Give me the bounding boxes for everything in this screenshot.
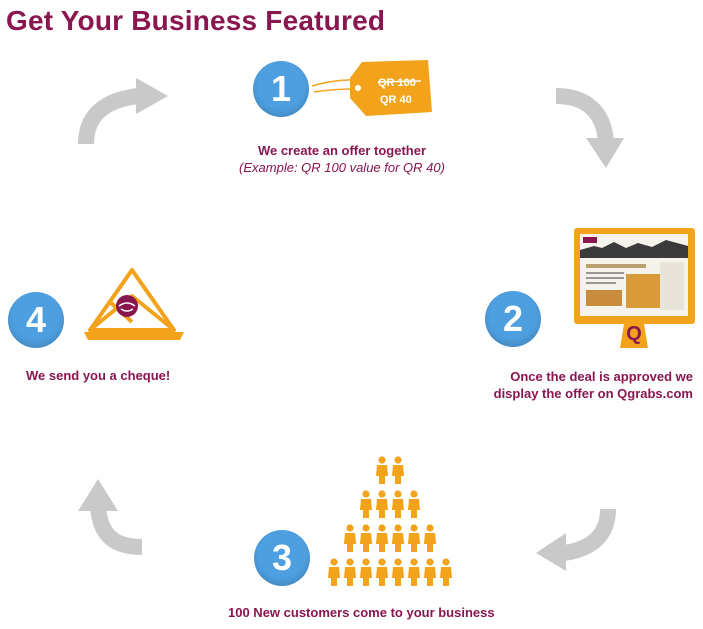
tag-old-price: QR 100 xyxy=(378,77,416,89)
step-4-caption: We send you a cheque! xyxy=(26,368,171,383)
person-figure xyxy=(408,490,420,518)
page-title: Get Your Business Featured xyxy=(6,5,386,36)
people-pyramid-icon xyxy=(328,456,452,586)
person-figure xyxy=(424,558,436,586)
svg-text:Q: Q xyxy=(626,323,642,345)
arrow-1-to-2-icon xyxy=(555,88,624,168)
step-3-number: 3 xyxy=(254,530,310,586)
person-figure xyxy=(360,490,372,518)
person-figure xyxy=(392,524,404,552)
person-figure xyxy=(392,490,404,518)
person-figure xyxy=(344,524,356,552)
person-figure xyxy=(408,558,420,586)
person-figure xyxy=(408,524,420,552)
person-figure xyxy=(360,558,372,586)
price-tag-icon: QR 100 QR 40 xyxy=(311,60,432,116)
step-4-number: 4 xyxy=(8,292,64,348)
monitor-icon: Q xyxy=(574,228,695,348)
person-figure xyxy=(376,490,388,518)
person-figure xyxy=(328,558,340,586)
step-1-subcaption: (Example: QR 100 value for QR 40) xyxy=(239,160,445,175)
person-figure xyxy=(360,524,372,552)
person-figure xyxy=(392,558,404,586)
person-figure xyxy=(424,524,436,552)
envelope-handshake-icon xyxy=(84,268,184,340)
step-2-caption-line1: Once the deal is approved we xyxy=(510,369,693,384)
person-figure xyxy=(376,524,388,552)
tag-new-price: QR 40 xyxy=(380,94,412,106)
arrow-4-to-1-icon xyxy=(78,78,168,145)
step-1-caption: We create an offer together xyxy=(257,143,427,158)
person-figure xyxy=(392,456,404,484)
step-1-number: 1 xyxy=(253,61,309,117)
arrow-2-to-3-icon xyxy=(536,508,616,571)
person-figure xyxy=(376,456,388,484)
step-2-caption-line2: display the offer on Qgrabs.com xyxy=(493,386,693,401)
person-figure xyxy=(440,558,452,586)
step-3-caption: 100 New customers come to your business xyxy=(228,605,495,620)
person-figure xyxy=(344,558,356,586)
arrow-3-to-4-icon xyxy=(78,479,143,555)
step-2-number: 2 xyxy=(485,291,541,347)
person-figure xyxy=(376,558,388,586)
